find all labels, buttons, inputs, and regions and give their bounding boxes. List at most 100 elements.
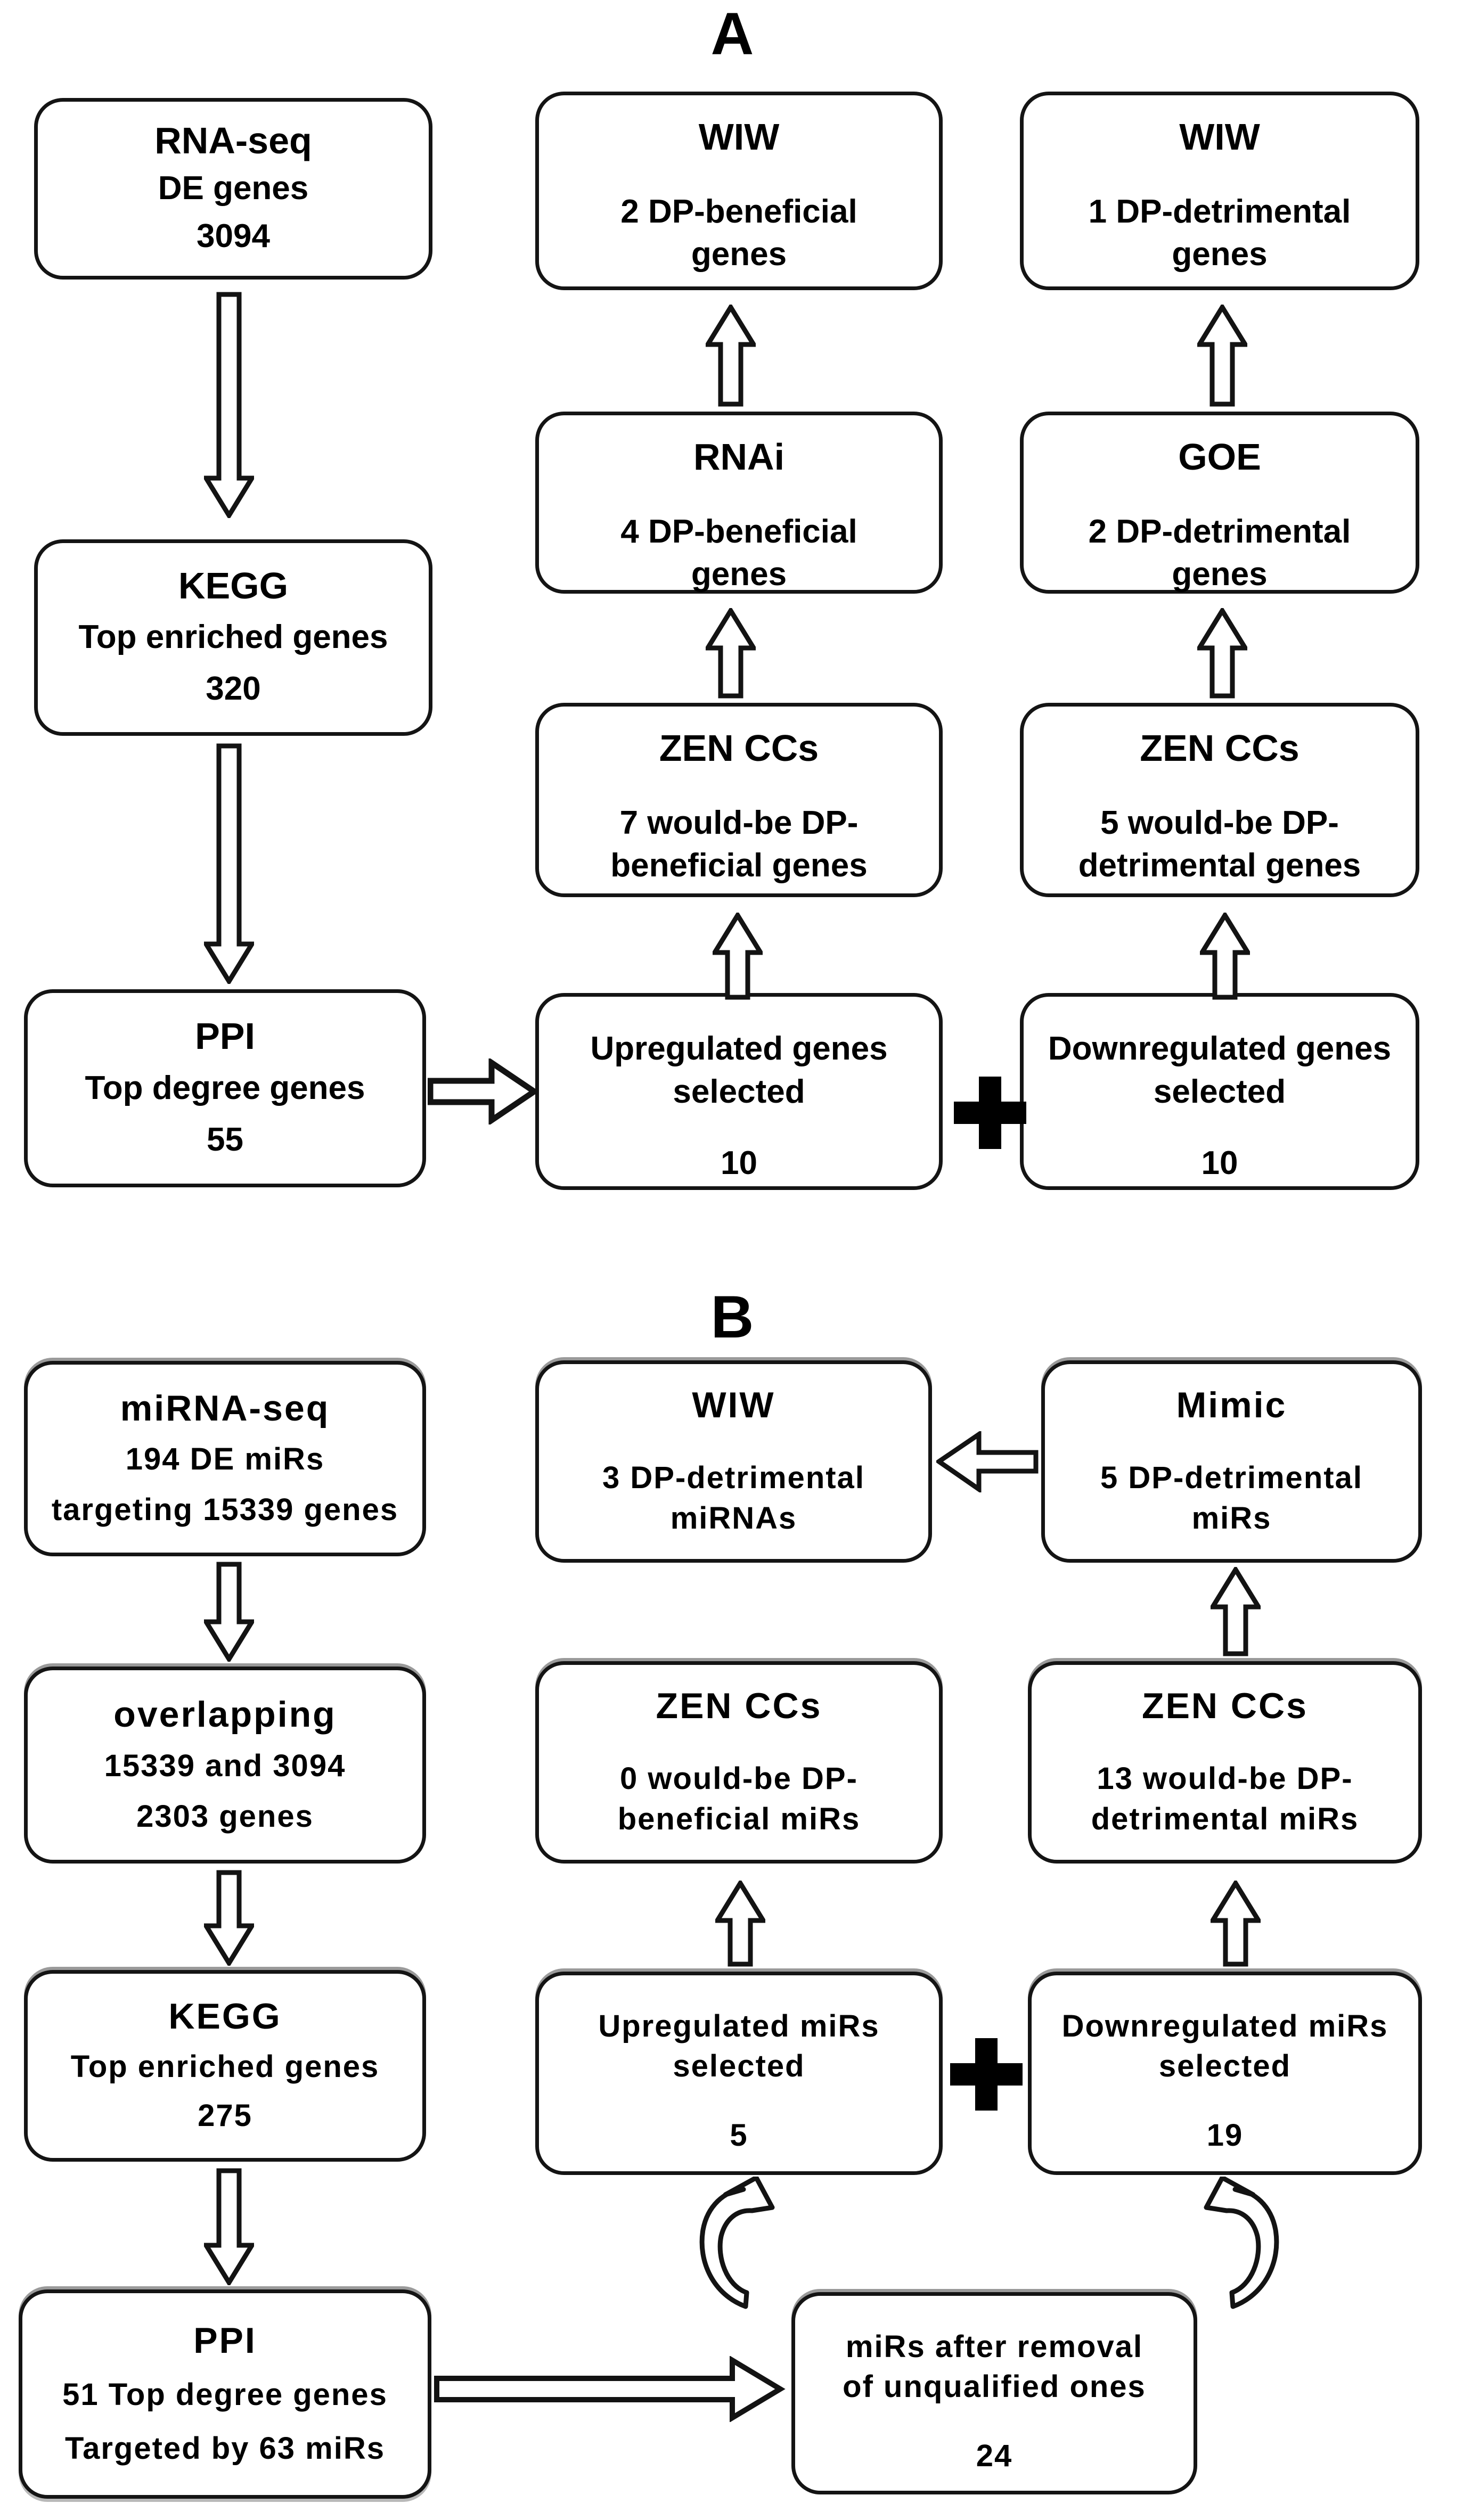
- node-body: 13 would-be DP- detrimental miRs: [1091, 1759, 1359, 1839]
- node-line: targeting 15339 genes: [51, 1492, 399, 1527]
- node-upregulated-genes: Upregulated genes selected 10: [535, 993, 943, 1190]
- node-body: 1 DP-detrimental genes: [1089, 191, 1351, 276]
- node-line: Downregulated genes: [1048, 1030, 1392, 1067]
- arrow-up-icon: [1200, 913, 1250, 1000]
- node-title: PPI: [193, 2320, 257, 2361]
- arrow-up-icon: [706, 305, 756, 407]
- node-title: Mimic: [1176, 1385, 1287, 1425]
- node-line: 2 DP-beneficial: [620, 193, 857, 230]
- node-line: genes: [1172, 236, 1268, 273]
- node-count: 10: [1201, 1145, 1238, 1182]
- curved-arrow-icon: [692, 2177, 783, 2310]
- node-title: miRNA-seq: [120, 1388, 330, 1429]
- node-line: Upregulated genes: [590, 1030, 888, 1067]
- arrow-down-icon: [204, 1870, 254, 1966]
- node-title: KEGG: [168, 1996, 282, 2037]
- node-line: Targeted by 63 miRs: [64, 2431, 385, 2466]
- panel-b-label: B: [710, 1284, 754, 1350]
- node-upregulated-mirs: Upregulated miRs selected 5: [535, 1972, 943, 2175]
- node-count: 275: [198, 2098, 252, 2133]
- node-line: 5 would-be DP-: [1100, 804, 1339, 841]
- node-body: 2 DP-beneficial genes: [620, 191, 857, 276]
- arrow-up-icon: [1211, 1881, 1261, 1967]
- node-mirs-after-removal: miRs after removal of unqualified ones 2…: [791, 2292, 1197, 2494]
- node-title: ZEN CCs: [656, 1686, 822, 1726]
- node-line: selected: [673, 2049, 805, 2084]
- node-body: 5 DP-detrimental miRs: [1100, 1458, 1363, 1538]
- node-line: 0 would-be DP-: [620, 1761, 858, 1796]
- node-count: 55: [207, 1121, 243, 1159]
- panel-a-label: A: [710, 1, 754, 67]
- node-zen-detrimental-b: ZEN CCs 13 would-be DP- detrimental miRs: [1028, 1661, 1422, 1864]
- node-title: WIW: [1179, 116, 1260, 158]
- node-mirnaseq: miRNA-seq 194 DE miRs targeting 15339 ge…: [24, 1361, 426, 1556]
- node-line: Top degree genes: [85, 1069, 365, 1106]
- node-wiw-b: WIW 3 DP-detrimental miRNAs: [535, 1360, 932, 1563]
- node-line: selected: [1158, 2049, 1292, 2084]
- node-title: GOE: [1178, 436, 1261, 478]
- node-rnaseq: RNA-seq DE genes 3094: [34, 98, 432, 280]
- node-title: overlapping: [113, 1694, 337, 1735]
- node-zen-beneficial-b: ZEN CCs 0 would-be DP- beneficial miRs: [535, 1661, 943, 1864]
- node-kegg-a: KEGG Top enriched genes 320: [34, 539, 432, 736]
- node-line: 51 Top degree genes: [62, 2377, 388, 2412]
- node-rnai: RNAi 4 DP-beneficial genes: [535, 412, 943, 594]
- node-line: beneficial genes: [610, 847, 868, 884]
- node-body: 4 DP-beneficial genes: [620, 511, 857, 596]
- plus-icon: [950, 2063, 1023, 2086]
- node-title: WIW: [692, 1385, 775, 1425]
- arrow-up-icon: [706, 608, 756, 699]
- node-count: 320: [206, 670, 261, 708]
- node-line: DE genes: [158, 170, 309, 207]
- node-downregulated-genes: Downregulated genes selected 10: [1020, 993, 1419, 1190]
- arrow-up-icon: [1211, 1567, 1261, 1656]
- node-line: 2 DP-detrimental: [1088, 513, 1351, 550]
- node-line: 1 DP-detrimental: [1088, 193, 1351, 230]
- node-title: KEGG: [178, 565, 289, 607]
- node-zen-detrimental-a: ZEN CCs 5 would-be DP- detrimental genes: [1020, 703, 1419, 897]
- node-line: detrimental miRs: [1091, 1801, 1359, 1836]
- node-body: 0 would-be DP- beneficial miRs: [618, 1759, 860, 1839]
- node-count: 10: [721, 1145, 757, 1182]
- node-title: WIW: [698, 116, 780, 158]
- node-body: 3 DP-detrimental miRNAs: [602, 1458, 865, 1538]
- node-line: genes: [691, 236, 787, 273]
- arrow-up-icon: [713, 913, 763, 1000]
- node-line: miRNAs: [670, 1500, 797, 1536]
- node-wiw-detrimental: WIW 1 DP-detrimental genes: [1020, 92, 1419, 290]
- node-count: 3094: [197, 218, 270, 255]
- node-wiw-beneficial: WIW 2 DP-beneficial genes: [535, 92, 943, 290]
- node-line: 4 DP-beneficial: [620, 513, 857, 550]
- node-line: detrimental genes: [1078, 847, 1361, 884]
- node-overlapping: overlapping 15339 and 3094 2303 genes: [24, 1667, 426, 1864]
- curved-arrow-icon: [1196, 2177, 1286, 2310]
- node-title: RNA-seq: [154, 120, 312, 162]
- node-line: 15339 and 3094: [104, 1748, 346, 1783]
- node-line: selected: [673, 1073, 805, 1110]
- node-line: genes: [691, 556, 787, 593]
- node-count: 5: [730, 2117, 748, 2153]
- node-line: Top enriched genes: [70, 2049, 380, 2084]
- arrow-down-icon: [204, 1562, 254, 1662]
- arrow-down-icon: [204, 743, 254, 984]
- arrow-right-icon: [434, 2356, 786, 2422]
- node-title: ZEN CCs: [659, 727, 819, 769]
- arrow-up-icon: [1197, 608, 1247, 699]
- arrow-up-icon: [1197, 305, 1247, 407]
- node-line: Downregulated miRs: [1061, 2009, 1388, 2043]
- node-line: miRs: [1191, 1500, 1272, 1536]
- node-line: 7 would-be DP-: [619, 804, 859, 841]
- node-goe: GOE 2 DP-detrimental genes: [1020, 412, 1419, 594]
- node-line: 194 DE miRs: [125, 1442, 325, 1477]
- node-body: 5 would-be DP- detrimental genes: [1078, 802, 1361, 888]
- plus-icon: [954, 1102, 1026, 1124]
- node-count: 24: [976, 2438, 1013, 2473]
- arrow-left-icon: [936, 1431, 1039, 1492]
- node-title: ZEN CCs: [1140, 727, 1299, 769]
- arrow-down-icon: [204, 292, 254, 518]
- arrow-right-icon: [428, 1058, 537, 1124]
- node-line: 2303 genes: [136, 1799, 314, 1834]
- node-line: genes: [1172, 556, 1268, 593]
- node-title: ZEN CCs: [1142, 1686, 1308, 1726]
